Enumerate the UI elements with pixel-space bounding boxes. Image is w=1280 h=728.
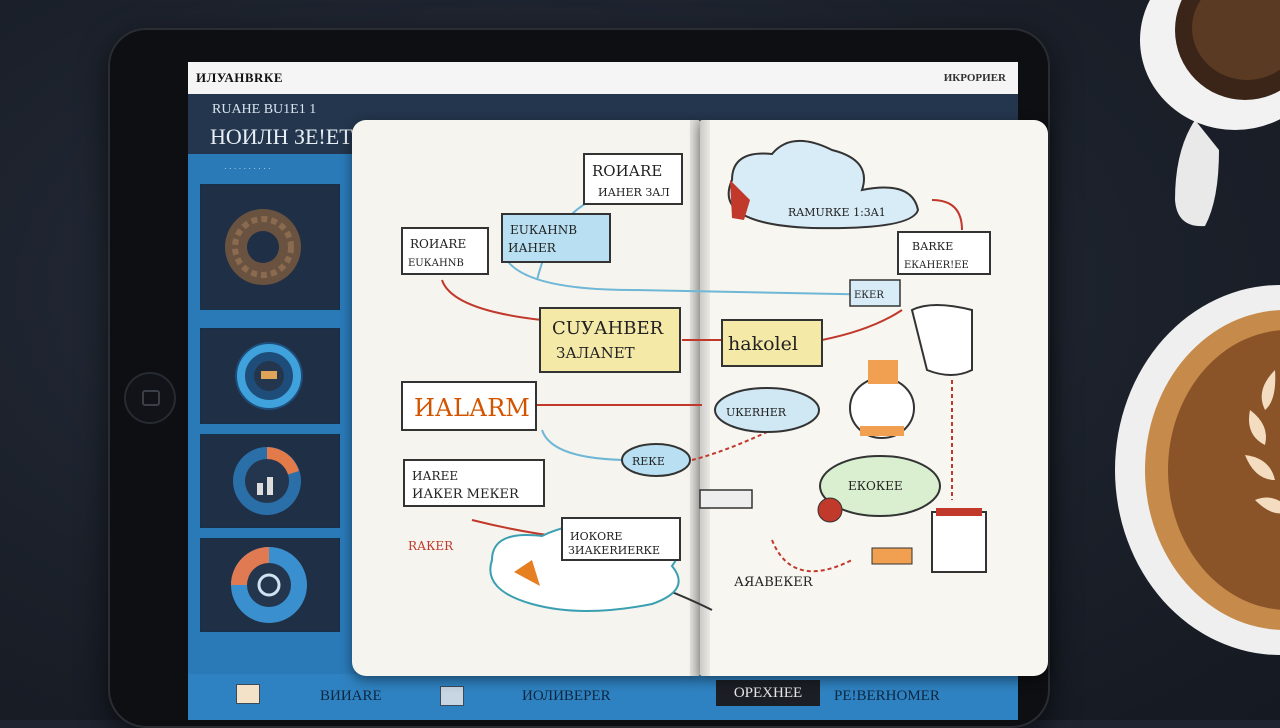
svg-text:ЕКОКЕЕ: ЕКОКЕЕ: [848, 479, 903, 493]
gauge-icon: [231, 547, 307, 623]
coffee-cup-latte: [1115, 285, 1280, 655]
bottom-label-1[interactable]: ВИИАRЕ: [320, 688, 382, 704]
section-title: НОИЛН ЗЕ!ЕТ: [210, 124, 353, 149]
coffee-cup-top: [1140, 0, 1280, 227]
app-title: ИЛУАНВRКЕ: [196, 70, 284, 85]
sidebar-caption: · · · · · · · · · ·: [224, 164, 271, 173]
bottom-label-3[interactable]: РЕ!ВЕRНОМЕR: [834, 688, 940, 704]
sidebar-thumb-1[interactable]: [200, 184, 340, 310]
section-subtitle: RUAHE BU1E1 1: [212, 102, 317, 117]
svg-text:ЗИАКЕRИЕRКЕ: ЗИАКЕRИЕRКЕ: [568, 544, 660, 557]
document-icon[interactable]: [236, 684, 260, 704]
donut-graphic-icon: [225, 209, 301, 285]
top-right-label: ИКРОРИЕR: [943, 72, 1006, 84]
svg-text:ВАRКЕ: ВАRКЕ: [912, 240, 953, 253]
bottom-label-2[interactable]: ИОЛИВЕРЕR: [522, 688, 611, 704]
svg-text:ИАНЕR ЗАЛ: ИАНЕR ЗАЛ: [598, 186, 670, 199]
svg-text:RAMURКЕ 1:3A1: RAMURКЕ 1:3A1: [788, 206, 886, 219]
box-label-6: hаkolеl: [728, 333, 798, 355]
grid-icon[interactable]: [440, 686, 464, 706]
svg-text:RОИАRЕ: RОИАRЕ: [410, 237, 466, 251]
svg-text:ЕUКАНNВ: ЕUКАНNВ: [408, 258, 464, 269]
home-button[interactable]: [124, 372, 176, 424]
box-label-4: ИАLАRМ: [414, 394, 530, 422]
svg-text:АЯАВЕКЕR: АЯАВЕКЕR: [734, 575, 814, 590]
sidebar: · · · · · · · · · ·: [188, 154, 353, 674]
svg-text:RЕКЕ: RЕКЕ: [632, 455, 665, 468]
svg-text:UКЕRНЕR: UКЕRНЕR: [726, 406, 787, 419]
svg-text:ИАКЕR МЕКЕR: ИАКЕR МЕКЕR: [412, 487, 520, 502]
svg-text:ЗАЛАNЕТ: ЗАЛАNЕТ: [556, 344, 635, 362]
svg-text:ЕКЕR: ЕКЕR: [854, 290, 884, 301]
svg-text:RАКЕR: RАКЕR: [408, 539, 454, 553]
svg-text:ИАRЕЕ: ИАRЕЕ: [412, 469, 458, 483]
svg-text:ЕUКАНNВ: ЕUКАНNВ: [510, 223, 577, 237]
sidebar-thumb-2[interactable]: [200, 328, 340, 424]
box-label-3: CUУАНВER: [552, 318, 664, 339]
home-square-icon: [142, 390, 160, 406]
top-bar: ИЛУАНВRКЕ ИКРОРИЕR: [188, 62, 1018, 94]
sidebar-thumb-4[interactable]: [200, 538, 340, 632]
pie-chart-icon: [233, 447, 301, 515]
svg-text:ИАНЕR: ИАНЕR: [508, 241, 557, 255]
notebook-spine: [690, 120, 710, 676]
svg-text:ЕКАНЕR!ЕЕ: ЕКАНЕR!ЕЕ: [904, 260, 969, 271]
sidebar-thumb-3[interactable]: [200, 434, 340, 528]
svg-text:ИОКОRЕ: ИОКОRЕ: [570, 530, 622, 543]
sketch-notebook: RОИАRЕ ЕUКАНNВ RОИАRЕ ИАНЕR ЗАЛ ЕUКАНNВ …: [352, 120, 1048, 676]
bottom-bar: ВИИАRЕ ИОЛИВЕРЕR ОРЕХНЕЕ РЕ!ВЕRНОМЕR: [188, 674, 1018, 720]
box-label-1: RОИАRЕ: [592, 162, 662, 180]
ring-chart-icon: [235, 342, 303, 410]
bottom-dark-button[interactable]: ОРЕХНЕЕ: [716, 680, 820, 706]
mind-map-sketch: RОИАRЕ ЕUКАНNВ RОИАRЕ ИАНЕR ЗАЛ ЕUКАНNВ …: [401, 139, 991, 612]
